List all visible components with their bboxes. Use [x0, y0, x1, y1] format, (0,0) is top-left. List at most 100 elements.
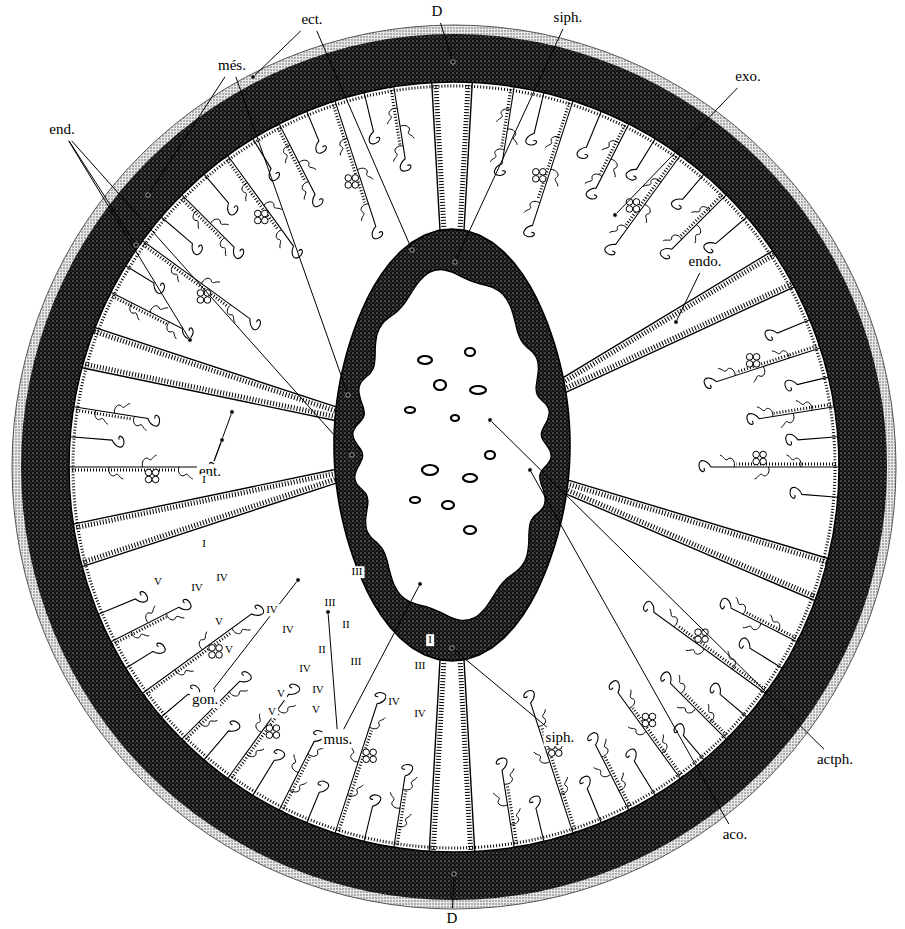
part-label: siph. [544, 730, 577, 746]
leader-dot [251, 75, 255, 79]
mesentery-muscle [600, 123, 626, 174]
leader-line [253, 31, 301, 77]
incomplete-mesentery [126, 643, 166, 668]
retractor-muscle [81, 479, 335, 563]
lumen-fragment [434, 380, 446, 390]
mesenterial-frill [686, 649, 704, 654]
leader-line [236, 77, 348, 395]
leader-dot [350, 453, 354, 457]
lumen-fragment [470, 386, 486, 394]
gonad [204, 297, 211, 304]
mesentery-order-numeral: III [349, 656, 364, 668]
mesentery-muscle [112, 617, 166, 645]
mesenterial-frill [167, 322, 176, 339]
mesenterial-frill [199, 632, 207, 650]
gonad [540, 176, 547, 183]
mesenterial-frill [340, 139, 347, 156]
mesentery-muscle [605, 757, 632, 809]
gonad [152, 476, 159, 483]
mesenterial-frill [755, 467, 769, 479]
mesenterial-frill [645, 205, 651, 223]
incomplete-mesentery [671, 174, 704, 209]
retractor-muscle [83, 364, 336, 417]
gonad [642, 720, 649, 727]
mesenterial-frill [619, 773, 625, 791]
incomplete-mesentery [182, 672, 251, 739]
mesentery-muscle [282, 757, 310, 812]
mesentery-muscle [502, 86, 512, 148]
leader-line [452, 648, 547, 727]
part-label: gon. [190, 692, 220, 708]
mesenterial-frill [695, 225, 701, 243]
leader-dot [296, 578, 300, 582]
mesenterial-frill [394, 146, 404, 162]
incomplete-mesentery [307, 781, 329, 823]
incomplete-mesentery [790, 487, 838, 498]
gonad [266, 732, 273, 739]
leader-line [69, 141, 136, 245]
incomplete-mesentery [644, 601, 766, 693]
mesenterial-frill [370, 718, 386, 729]
mesentery-muscle [73, 410, 132, 419]
mesenterial-frill [534, 752, 550, 763]
leader-line [490, 420, 824, 749]
mesenterial-frill [602, 739, 608, 757]
mesenterial-frill [670, 609, 678, 627]
mesenterial-frill [545, 137, 561, 148]
leader-dot [188, 338, 192, 342]
incomplete-mesentery [530, 796, 544, 841]
incomplete-mesentery [182, 195, 244, 259]
mesenterial-frill [276, 230, 281, 248]
lumen-fragment [422, 465, 438, 475]
incomplete-mesentery [70, 436, 124, 447]
gonad [695, 636, 702, 643]
complete-mesentery [95, 328, 336, 407]
gonad [702, 636, 709, 643]
gonad [370, 749, 377, 756]
retractor-muscle [568, 490, 817, 597]
mesenterial-frill [663, 235, 681, 241]
lumen-fragment [405, 407, 415, 413]
mesenterial-frill [585, 174, 602, 184]
incomplete-mesentery [739, 638, 782, 668]
incomplete-mesentery [626, 139, 655, 180]
incomplete-mesentery [394, 764, 413, 847]
part-label: ect. [299, 12, 324, 28]
incomplete-mesentery [74, 407, 160, 426]
leader-dot [146, 193, 150, 197]
gonad [626, 206, 633, 213]
mesenterial-frill [211, 219, 229, 225]
actinopharynx [334, 229, 570, 661]
retractor-muscle [564, 283, 792, 389]
incomplete-mesentery [143, 241, 261, 330]
mesenterial-frill [229, 690, 247, 696]
leader-line [440, 23, 453, 62]
leader-dot [220, 438, 224, 442]
directive-label: D [445, 911, 460, 927]
mesentery-order-numeral: IV [297, 663, 313, 675]
gonad [753, 458, 760, 465]
gonad [753, 451, 760, 458]
gonad [254, 217, 261, 224]
mesentery-order-numeral: V [266, 706, 278, 718]
mesenterial-frill [400, 125, 414, 138]
incomplete-mesentery [161, 217, 202, 255]
part-label: exo. [733, 69, 762, 85]
mesenterial-frill [524, 201, 540, 212]
part-label: end. [47, 122, 76, 138]
incomplete-mesentery [335, 693, 386, 834]
leader-line [455, 29, 563, 262]
incomplete-mesentery [785, 377, 829, 391]
part-label: endo. [687, 254, 724, 270]
incomplete-mesentery [496, 758, 514, 847]
mesentery-muscle [110, 295, 167, 324]
mesentery-order-numeral: II [316, 644, 327, 656]
mesenterial-frill [302, 182, 308, 200]
mesenterial-frill [504, 768, 514, 784]
leader-dot [488, 418, 492, 422]
incomplete-mesentery [704, 217, 747, 253]
gonad [352, 175, 359, 182]
incomplete-mesentery [335, 101, 383, 239]
lumen-fragment [485, 451, 495, 459]
gonad [352, 182, 359, 189]
